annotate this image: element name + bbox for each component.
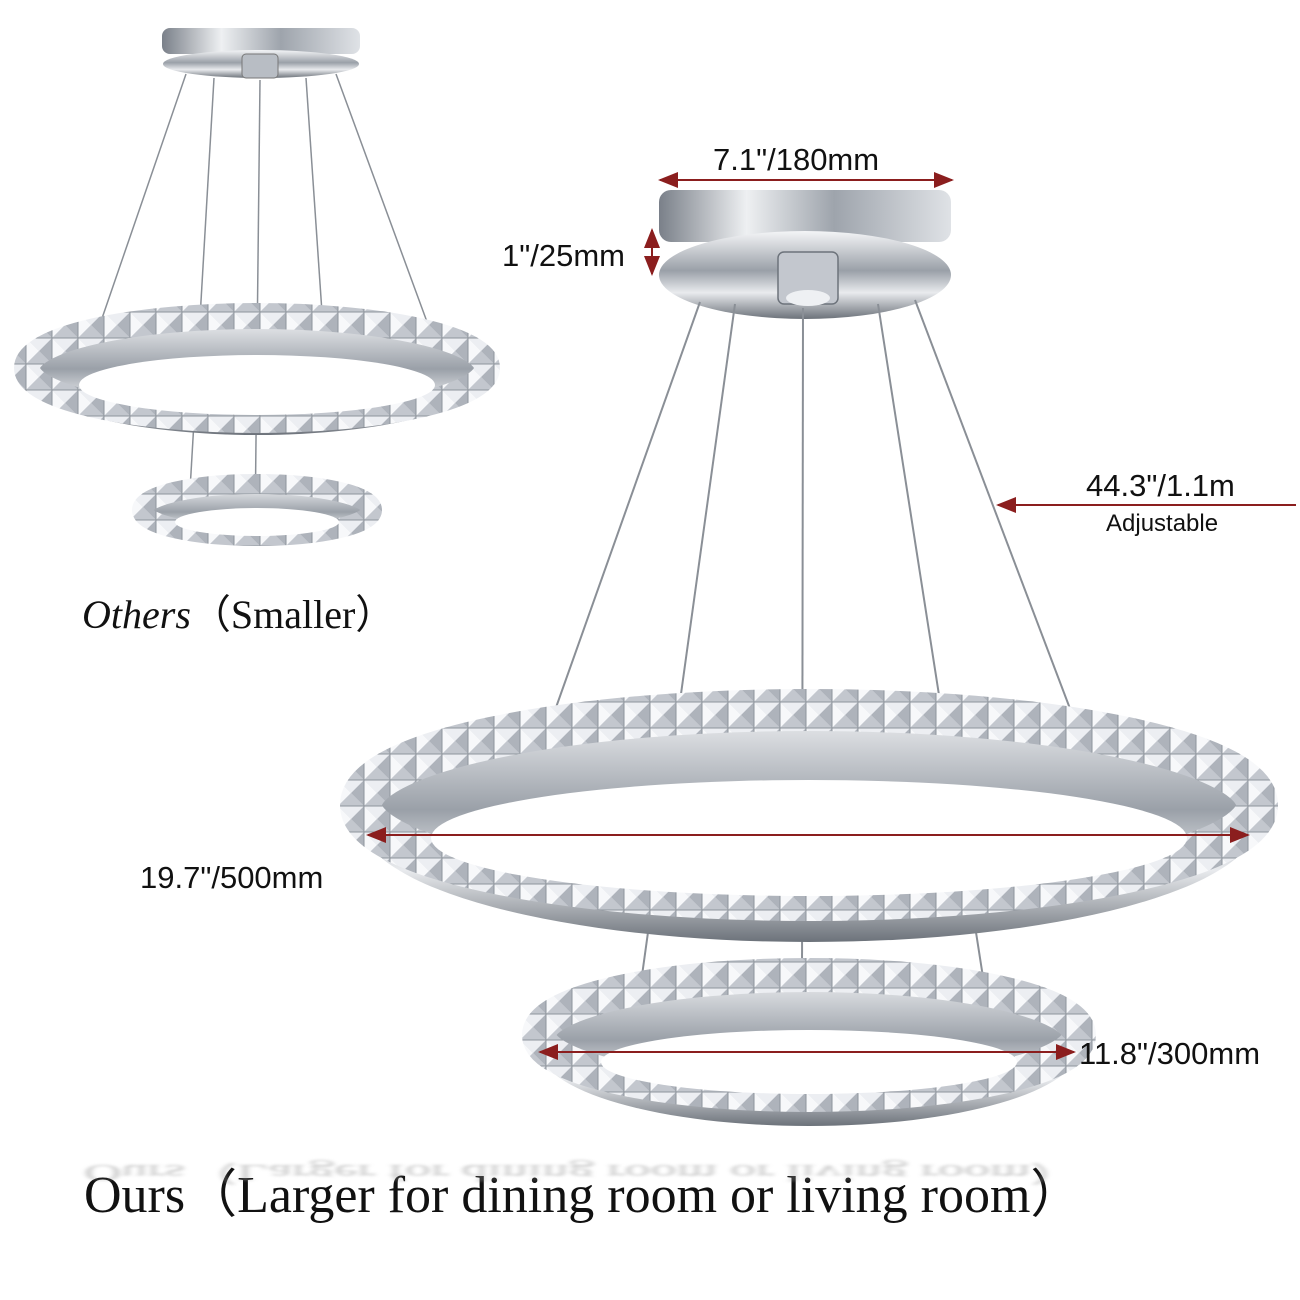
ours-chandelier: [340, 190, 1278, 1126]
others-large-ring: [14, 303, 500, 435]
large-ring-label: 19.7"/500mm: [140, 860, 324, 895]
small-ring-label: 11.8"/300mm: [1079, 1036, 1261, 1071]
dimension-lines: [366, 172, 1296, 1060]
ours-caption: Ours（Larger for dining room or living ro…: [84, 1167, 1083, 1224]
ours-small-ring: [522, 958, 1096, 1126]
canopy-width-label: 7.1"/180mm: [713, 142, 880, 177]
ours-canopy: [659, 190, 951, 242]
ours-caption-reflection: Ours（Larger for dining room or living ro…: [84, 1159, 1083, 1186]
ours-large-ring: [340, 689, 1278, 942]
others-caption: Others（Smaller）: [82, 582, 395, 640]
canopy-height-label: 1"/25mm: [502, 238, 625, 273]
others-chandelier: [14, 28, 500, 546]
others-cables: [97, 73, 431, 531]
others-small-ring: [132, 474, 382, 546]
others-caption-rest: （Smaller）: [190, 592, 396, 637]
cable-adjustable-note: Adjustable: [1106, 510, 1219, 537]
others-caption-italic: Others: [82, 592, 191, 637]
cable-length-label: 44.3"/1.1m: [1086, 468, 1235, 503]
others-canopy: [162, 28, 360, 54]
